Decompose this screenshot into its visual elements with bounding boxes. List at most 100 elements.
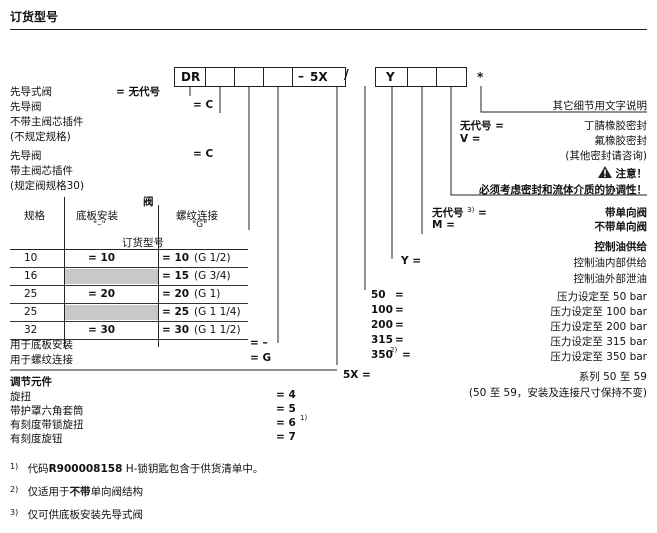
- col-size-header: 规格: [24, 210, 45, 222]
- row-port: (G 1 1/2): [194, 324, 241, 336]
- footnote-post: H-锁钥匙包含于供货清单中。: [122, 463, 264, 475]
- row-port: (G 3/4): [194, 270, 231, 282]
- footnote-bold: R900008158: [48, 463, 123, 475]
- row-size: 25: [24, 306, 38, 318]
- table-row: 10 = 10 = 10 (G 1/2): [10, 250, 248, 268]
- pilot-valve-1-l1: 先导阀: [10, 101, 42, 113]
- table-divider-2: [158, 205, 159, 347]
- row-port: (G 1/2): [194, 252, 231, 264]
- footnote-num: 2): [10, 485, 19, 494]
- code-box-3: [234, 67, 265, 87]
- row-size: 25: [24, 288, 38, 300]
- check-none-code: 无代号 3) =: [432, 205, 487, 220]
- table-row: 25 = 20 = 20 (G 1): [10, 286, 248, 304]
- pilot-internal: 控制油内部供给: [573, 257, 648, 269]
- series-code: 5X =: [343, 369, 371, 381]
- pressure-eq: =: [395, 319, 404, 331]
- check-none-sup: 3): [467, 206, 475, 214]
- pilot-valve-1-l3: (不规定规格): [10, 131, 71, 143]
- title-underline: [10, 29, 647, 30]
- gray-cell: [65, 269, 158, 284]
- page-title: 订货型号: [10, 10, 59, 24]
- subplate-mount-value: = –: [250, 337, 268, 349]
- pressure-eq: =: [395, 304, 404, 316]
- pilot-valve-2-value: = C: [193, 148, 214, 160]
- attention-label: 注意！: [615, 168, 648, 180]
- adjust-item-sup: 1): [300, 414, 308, 422]
- adjust-item-value: = 4: [276, 389, 296, 401]
- pressure-code: 350: [371, 349, 393, 361]
- pressure-code: 50: [371, 289, 386, 301]
- series-note: (50 至 59，安装及连接尺寸保持不变): [468, 387, 647, 399]
- pressure-text: 压力设定至 350 bar: [550, 351, 647, 363]
- attention-row: 注意！: [597, 166, 648, 181]
- adjust-item-value: = 7: [276, 431, 296, 443]
- row-subplate: = 10: [88, 252, 116, 264]
- adjust-item-label: 带护罩六角套筒: [10, 405, 84, 417]
- subplate-mount-label: 用于底板安装: [10, 339, 73, 351]
- pilot-valve-2-l2: 带主阀芯插件: [10, 165, 73, 177]
- pressure-eq: =: [402, 349, 411, 361]
- check-m-text: 不带单向阀: [594, 221, 648, 233]
- thread-conn-label: 用于螺纹连接: [10, 354, 73, 366]
- footnote: 2) 仅适用于不带单向阀结构: [10, 484, 143, 499]
- col-subplate-code: "–": [93, 220, 106, 230]
- check-none-text: 带单向阀: [605, 207, 647, 219]
- size-table: 10 = 10 = 10 (G 1/2) 16 = 15 (G 3/4) 25 …: [10, 250, 248, 340]
- table-row: 25 = 25 (G 1 1/4): [10, 304, 248, 322]
- footnote: 3) 仅可供底板安装先导式阀: [10, 507, 143, 522]
- pressure-code: 100: [371, 304, 393, 316]
- series-text: 系列 50 至 59: [578, 371, 647, 383]
- row-size: 10: [24, 252, 38, 264]
- check-none-label: 无代号: [432, 207, 464, 219]
- check-m-code: M =: [432, 219, 455, 231]
- row-thread: = 10: [162, 252, 190, 264]
- footnote-num: 1): [10, 462, 19, 471]
- other-details: 其它细节用文字说明: [552, 100, 648, 112]
- code-slash: /: [344, 68, 349, 83]
- pressure-eq: =: [395, 289, 404, 301]
- row-thread: = 20: [162, 288, 190, 300]
- check-none-eq: =: [478, 207, 487, 219]
- order-no-header: 订货型号: [122, 237, 164, 249]
- row-subplate: = 20: [88, 288, 116, 300]
- adjust-title: 调节元件: [10, 376, 52, 388]
- warning-icon: [597, 166, 612, 178]
- code-box-series: – 5X: [292, 67, 346, 87]
- seal-v-code: V =: [460, 133, 481, 145]
- code-box-7: [436, 67, 467, 87]
- row-subplate: = 30: [88, 324, 116, 336]
- seal-none-code: 无代号 =: [460, 120, 504, 132]
- pressure-text: 压力设定至 50 bar: [557, 291, 647, 303]
- code-box-4: [263, 67, 294, 87]
- pilot-valve-2-l3: (规定阀规格30): [10, 180, 85, 192]
- valve-header: 阀: [143, 196, 154, 208]
- code-box-y: Y: [375, 67, 409, 87]
- row-port: (G 1 1/4): [194, 306, 241, 318]
- code-box-dr: DR: [174, 67, 207, 87]
- pressure-text: 压力设定至 200 bar: [550, 321, 647, 333]
- row-thread: = 25: [162, 306, 190, 318]
- row-thread: = 30: [162, 324, 190, 336]
- code-star: *: [477, 70, 484, 84]
- footnote-pre: 仅可供底板安装先导式阀: [27, 509, 144, 521]
- pilot-external: 控制油外部泄油: [573, 273, 648, 285]
- row-size: 32: [24, 324, 38, 336]
- attention-text: 必须考虑密封和流体介质的协调性！: [479, 184, 647, 196]
- code-box-2: [205, 67, 236, 87]
- adjust-item-value: = 6: [276, 417, 296, 429]
- footnote-num: 3): [10, 508, 19, 517]
- pressure-sup: 2): [390, 346, 398, 354]
- row-port: (G 1): [194, 288, 221, 300]
- footnote: 1) 代码R900008158 H-锁钥匙包含于供货清单中。: [10, 461, 263, 476]
- row-thread: = 15: [162, 270, 190, 282]
- col-subplate-header: 底板安装: [76, 210, 118, 222]
- pilot-valve-1-value: = C: [193, 99, 214, 111]
- pilot-label: 先导式阀: [10, 86, 52, 98]
- row-size: 16: [24, 270, 38, 282]
- pressure-code: 315: [371, 334, 393, 346]
- thread-conn-value: = G: [250, 352, 272, 364]
- pilot-valve-2-l1: 先导阀: [10, 150, 42, 162]
- adjust-item-value: = 5: [276, 403, 296, 415]
- table-row: 32 = 30 = 30 (G 1 1/2): [10, 322, 248, 340]
